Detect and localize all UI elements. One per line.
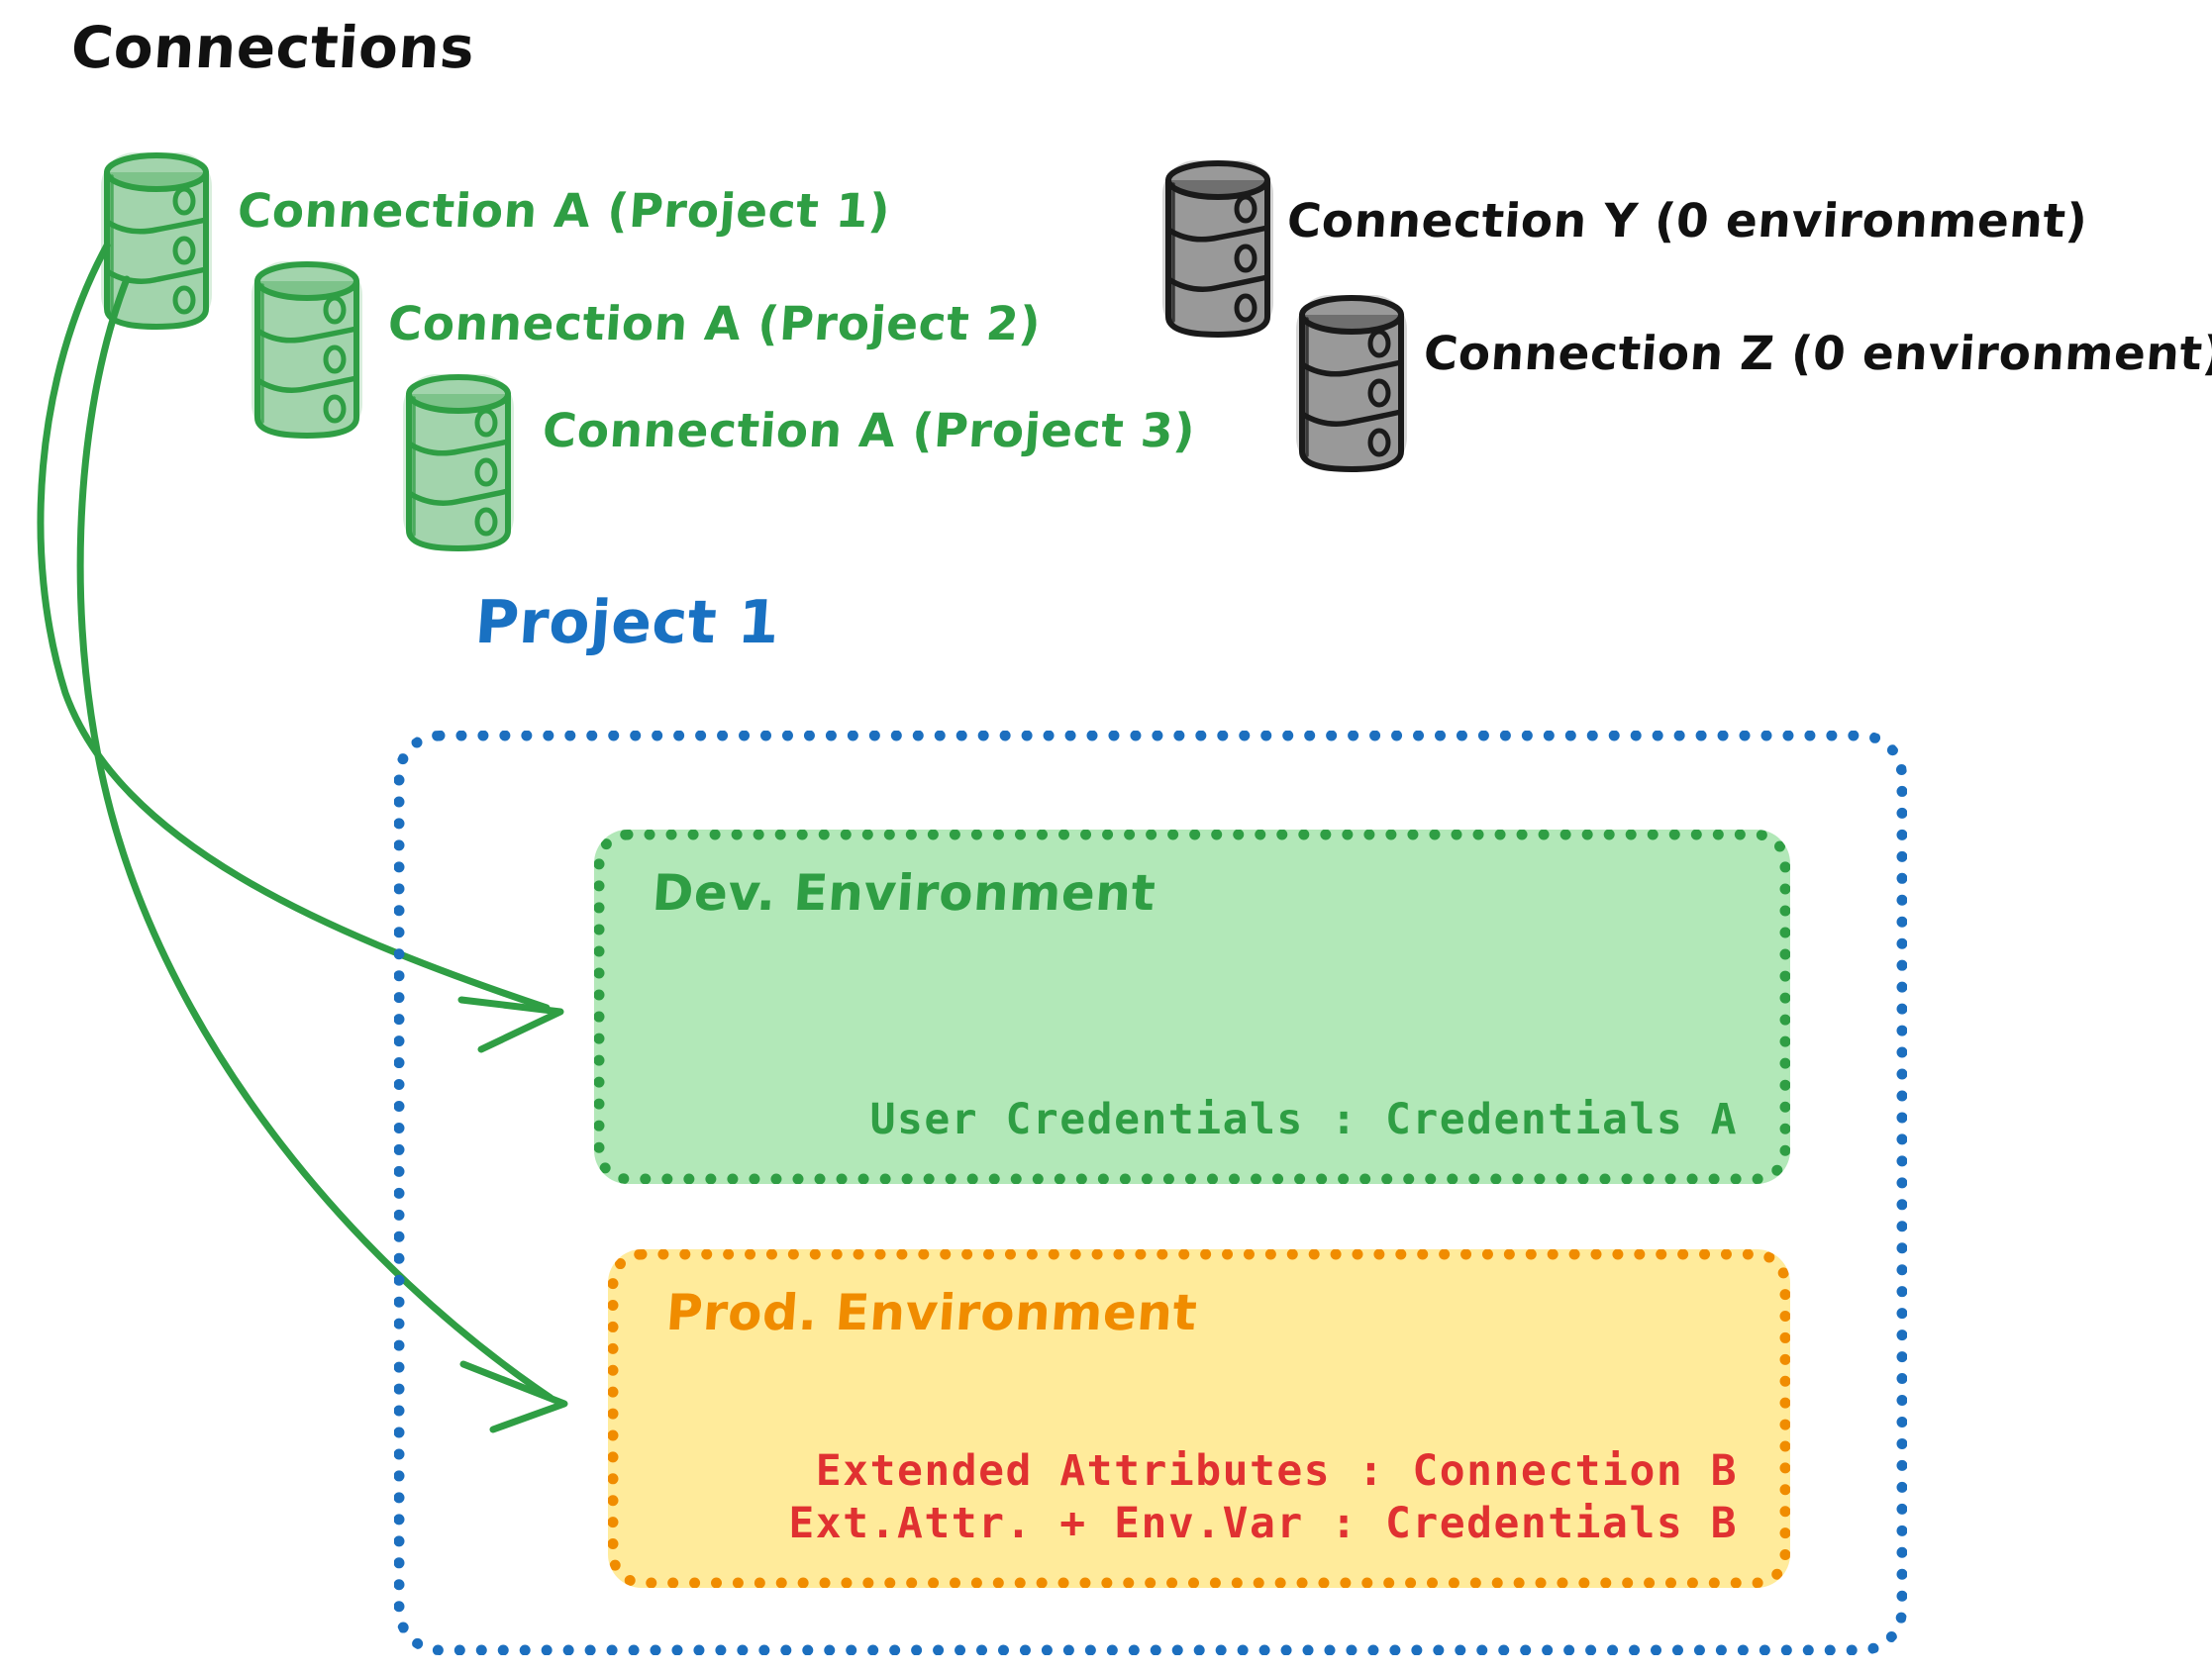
prod-environment-rows: Extended Attributes : Connection B Ext.A…: [788, 1445, 1738, 1549]
database-icon-connection-z: [1296, 295, 1407, 471]
prod-environment-title: Prod. Environment: [663, 1284, 1199, 1341]
connection-label-a-project-1: Connection A (Project 1): [236, 184, 893, 239]
connection-label-a-project-2: Connection A (Project 2): [386, 297, 1044, 351]
prod-environment-row: Ext.Attr. + Env.Var : Credentials B: [788, 1498, 1738, 1548]
project-title: Project 1: [472, 588, 782, 657]
page-title: Connections: [68, 14, 477, 81]
database-icon-connection-y: [1162, 160, 1273, 337]
database-icon-connection-a-project-2: [251, 261, 362, 438]
dev-environment-rows: User Credentials : Credentials A: [870, 1094, 1738, 1145]
prod-environment-row: Extended Attributes : Connection B: [815, 1446, 1738, 1497]
dev-environment-box: Dev. Environment User Credentials : Cred…: [594, 830, 1790, 1184]
dev-environment-row: User Credentials : Credentials A: [869, 1094, 1738, 1144]
project-container: [394, 731, 1907, 1655]
database-icon-connection-a-project-3: [403, 374, 514, 550]
connection-label-y: Connection Y (0 environment): [1285, 194, 2090, 248]
connection-label-a-project-3: Connection A (Project 3): [541, 404, 1198, 458]
database-icon-connection-a-project-1: [101, 152, 212, 329]
connection-label-z: Connection Z (0 environment): [1422, 327, 2212, 381]
dev-environment-title: Dev. Environment: [650, 864, 1157, 922]
prod-environment-box: Prod. Environment Extended Attributes : …: [608, 1249, 1790, 1588]
